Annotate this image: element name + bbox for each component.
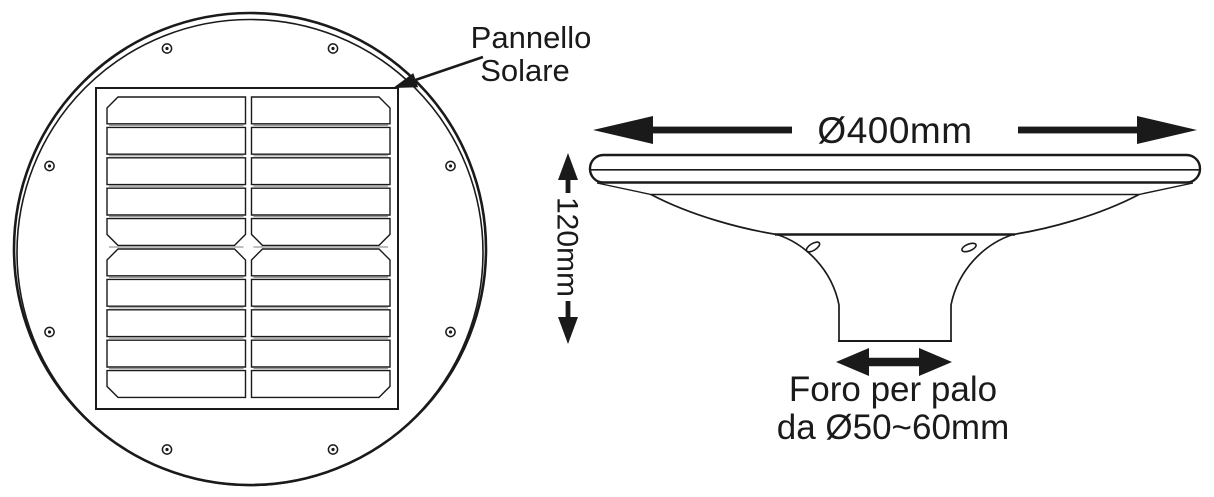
screw	[162, 445, 171, 454]
screw	[446, 327, 455, 336]
panel-label-line2: Solare	[480, 53, 570, 88]
solar-cell	[107, 97, 246, 124]
solar-cell	[107, 127, 246, 154]
solar-cell	[107, 158, 246, 185]
diameter-arrow-right-icon	[1137, 116, 1197, 144]
solar-cell	[107, 188, 246, 215]
screw	[446, 161, 455, 170]
solar-cell	[107, 310, 246, 337]
height-label: 120mm	[551, 197, 584, 297]
height-dimension: 120mm	[551, 153, 584, 344]
callout-arrowhead-icon	[393, 73, 418, 88]
diameter-arrow-left-shaft	[653, 127, 792, 134]
mount-screw-hole-right	[961, 242, 977, 254]
solar-cell	[252, 340, 391, 367]
height-arrow-down-shaft	[566, 301, 571, 317]
solar-cell	[252, 371, 391, 398]
screw	[328, 44, 337, 53]
solar-cell	[107, 279, 246, 306]
screw	[45, 327, 54, 336]
screw	[162, 44, 171, 53]
solar-cell	[107, 371, 246, 398]
solar-cell	[252, 97, 391, 124]
diameter-arrow-right-shaft	[1018, 127, 1137, 134]
pole-hole-label-line2: da Ø50~60mm	[777, 408, 1010, 447]
height-arrow-down-icon	[558, 317, 578, 344]
solar-cells	[107, 97, 390, 397]
solar-cell	[107, 219, 246, 246]
disc-body	[590, 155, 1200, 183]
funnel-left	[651, 195, 839, 342]
solar-cell	[252, 279, 391, 306]
solar-cell	[252, 188, 391, 215]
diameter-dimension: Ø400mm	[593, 110, 1197, 151]
solar-cell	[252, 310, 391, 337]
panel-label-line1: Pannello	[471, 20, 592, 55]
solar-cell	[107, 340, 246, 367]
lamp-rim-circle	[17, 20, 483, 486]
solar-cell	[252, 127, 391, 154]
height-arrow-up-icon	[558, 153, 578, 180]
mount-screw-hole-left	[805, 240, 821, 254]
lamp-side-profile	[590, 155, 1200, 341]
funnel-right	[951, 195, 1139, 342]
solar-cell	[107, 249, 246, 276]
height-arrow-up-shaft	[566, 180, 571, 193]
pole-hole-label-line1: Foro per palo	[789, 370, 997, 409]
screws	[45, 44, 455, 454]
solar-cell	[252, 249, 391, 276]
side-view: Ø400mm 120mm Foro per palo da Ø50~60m	[551, 110, 1201, 447]
solar-cell	[252, 158, 391, 185]
screw	[328, 445, 337, 454]
disc-underside	[597, 183, 1193, 195]
top-view: Pannello Solare	[14, 13, 591, 486]
callout-leader-line	[408, 57, 483, 83]
panel-callout: Pannello Solare	[393, 20, 591, 88]
screw	[45, 161, 54, 170]
diameter-label: Ø400mm	[817, 110, 972, 151]
pole-hole-dimension: Foro per palo da Ø50~60mm	[777, 348, 1010, 447]
solar-cell	[252, 219, 391, 246]
diameter-arrow-left-icon	[593, 116, 653, 144]
